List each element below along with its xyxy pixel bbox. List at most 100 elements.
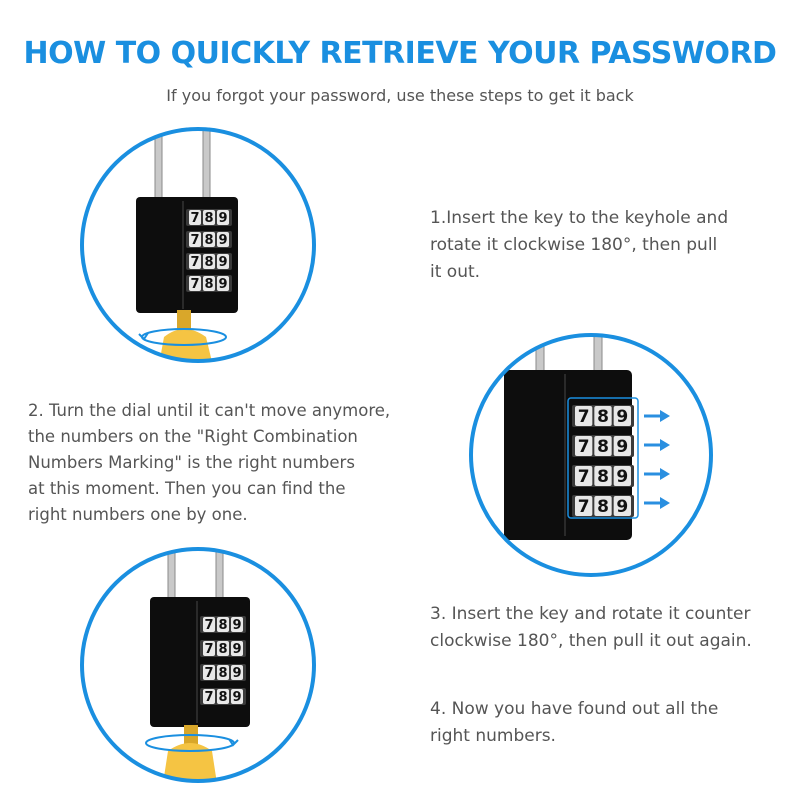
step-4-line: 4. Now you have found out all the bbox=[430, 699, 719, 719]
rotate-arrow-icon bbox=[138, 328, 227, 346]
dial-digit-cell bbox=[217, 254, 229, 269]
dial-digit-cell bbox=[217, 641, 229, 656]
dial-digit: 7 bbox=[204, 642, 213, 657]
dial-digit: 7 bbox=[190, 233, 199, 248]
page-subtitle: If you forgot your password, use these s… bbox=[166, 86, 634, 105]
dial-digit-cell bbox=[594, 496, 612, 516]
step-2-line: Numbers Marking" is the right numbers bbox=[28, 453, 355, 472]
dial-digit-cell bbox=[217, 689, 229, 704]
right-arrow-icon bbox=[660, 410, 670, 422]
dial-digit-cell bbox=[189, 232, 201, 247]
dial-digit: 7 bbox=[204, 618, 213, 633]
dial-digit: 9 bbox=[218, 255, 227, 270]
dial-digit: 8 bbox=[597, 407, 609, 427]
right-arrow-icon bbox=[644, 410, 670, 509]
step-1-text: 1.Insert the key to the keyhole and rota… bbox=[430, 205, 728, 286]
dial-digit-cell bbox=[217, 232, 229, 247]
dial-digit: 8 bbox=[204, 277, 213, 292]
dial-digit: 8 bbox=[597, 467, 609, 487]
dial-digit: 8 bbox=[218, 618, 227, 633]
dial-digit-cell bbox=[217, 665, 229, 680]
right-arrow-icon bbox=[660, 468, 670, 480]
dial-digit-cell bbox=[575, 436, 593, 456]
right-arrow-icon bbox=[660, 497, 670, 509]
step-2-line: right numbers one by one. bbox=[28, 505, 248, 524]
step-1-line: rotate it clockwise 180°, then pull bbox=[430, 235, 718, 255]
dial-digit: 8 bbox=[597, 497, 609, 517]
dial-digit-cell bbox=[231, 665, 243, 680]
right-arrow-icon bbox=[644, 501, 662, 505]
dial-digit-cell bbox=[203, 232, 215, 247]
right-arrow-icon bbox=[644, 414, 662, 418]
dial-digit-cell bbox=[594, 436, 612, 456]
dial-digit: 8 bbox=[218, 690, 227, 705]
dial-digit-cell bbox=[231, 617, 243, 632]
dial-digit-cell bbox=[594, 406, 612, 426]
step-3-text: 3. Insert the key and rotate it counter … bbox=[430, 601, 752, 655]
dial-digit: 9 bbox=[232, 666, 241, 681]
dial-digit-cell bbox=[203, 276, 215, 291]
dial-digit-cell bbox=[203, 254, 215, 269]
step-1-line: it out. bbox=[430, 262, 481, 282]
dial-digit-cell bbox=[217, 210, 229, 225]
dial-digit: 9 bbox=[218, 211, 227, 226]
dial-digit: 8 bbox=[597, 437, 609, 457]
dial-digit: 8 bbox=[204, 255, 213, 270]
dial-digit: 8 bbox=[218, 666, 227, 681]
dial-digit-cell bbox=[613, 406, 631, 426]
dial-digit-cell bbox=[203, 617, 215, 632]
dial-digit: 7 bbox=[204, 666, 213, 681]
step-2-text: 2. Turn the dial until it can't move any… bbox=[28, 398, 390, 528]
dial-digit: 7 bbox=[190, 211, 199, 226]
dial-digit: 8 bbox=[218, 642, 227, 657]
right-arrow-icon bbox=[644, 443, 662, 447]
dial-digit-cell bbox=[575, 466, 593, 486]
dial-digit: 7 bbox=[578, 407, 590, 427]
dial-digit: 7 bbox=[578, 497, 590, 517]
page-title: HOW TO QUICKLY RETRIEVE YOUR PASSWORD bbox=[23, 36, 777, 71]
dial-digit: 8 bbox=[204, 211, 213, 226]
dial-digit: 9 bbox=[232, 690, 241, 705]
dial-digit-cell bbox=[613, 436, 631, 456]
step-1-line: 1.Insert the key to the keyhole and bbox=[430, 208, 729, 228]
dial-digit: 7 bbox=[578, 437, 590, 457]
step-2-line: 2. Turn the dial until it can't move any… bbox=[28, 401, 391, 420]
step-3-line: clockwise 180°, then pull it out again. bbox=[430, 631, 752, 651]
dial-digit-cell bbox=[189, 210, 201, 225]
dial-digit-cell bbox=[203, 665, 215, 680]
right-arrow-icon bbox=[644, 472, 662, 476]
dial-digit: 9 bbox=[616, 437, 628, 457]
dial-digit-cell bbox=[203, 210, 215, 225]
dial-digit-cell bbox=[613, 466, 631, 486]
dial-digit: 9 bbox=[232, 642, 241, 657]
dial-digit-cell bbox=[217, 617, 229, 632]
dial-digit-cell bbox=[189, 254, 201, 269]
dial-digit-cell bbox=[613, 496, 631, 516]
dial-digit: 7 bbox=[190, 255, 199, 270]
dial-digit: 7 bbox=[190, 277, 199, 292]
dial-digit-cell bbox=[231, 641, 243, 656]
dial-digit-cell bbox=[231, 689, 243, 704]
step-4-text: 4. Now you have found out all the right … bbox=[430, 696, 718, 750]
step-2-line: the numbers on the "Right Combination bbox=[28, 427, 358, 446]
rotate-arrow-icon bbox=[145, 734, 239, 752]
dial-digit: 9 bbox=[232, 618, 241, 633]
dial-digit: 9 bbox=[616, 497, 628, 517]
dial-digit: 9 bbox=[616, 407, 628, 427]
dial-digit-cell bbox=[217, 276, 229, 291]
dial-digit: 9 bbox=[218, 233, 227, 248]
dial-digit: 9 bbox=[218, 277, 227, 292]
dial-digit-cell bbox=[203, 689, 215, 704]
dial-digit: 7 bbox=[204, 690, 213, 705]
dial-digit: 8 bbox=[204, 233, 213, 248]
step-3-line: 3. Insert the key and rotate it counter bbox=[430, 604, 751, 624]
dial-digit-cell bbox=[594, 466, 612, 486]
dial-digit-cell bbox=[203, 641, 215, 656]
dial-digit: 9 bbox=[616, 467, 628, 487]
dial-digit: 7 bbox=[578, 467, 590, 487]
step-2-line: at this moment. Then you can find the bbox=[28, 479, 346, 498]
